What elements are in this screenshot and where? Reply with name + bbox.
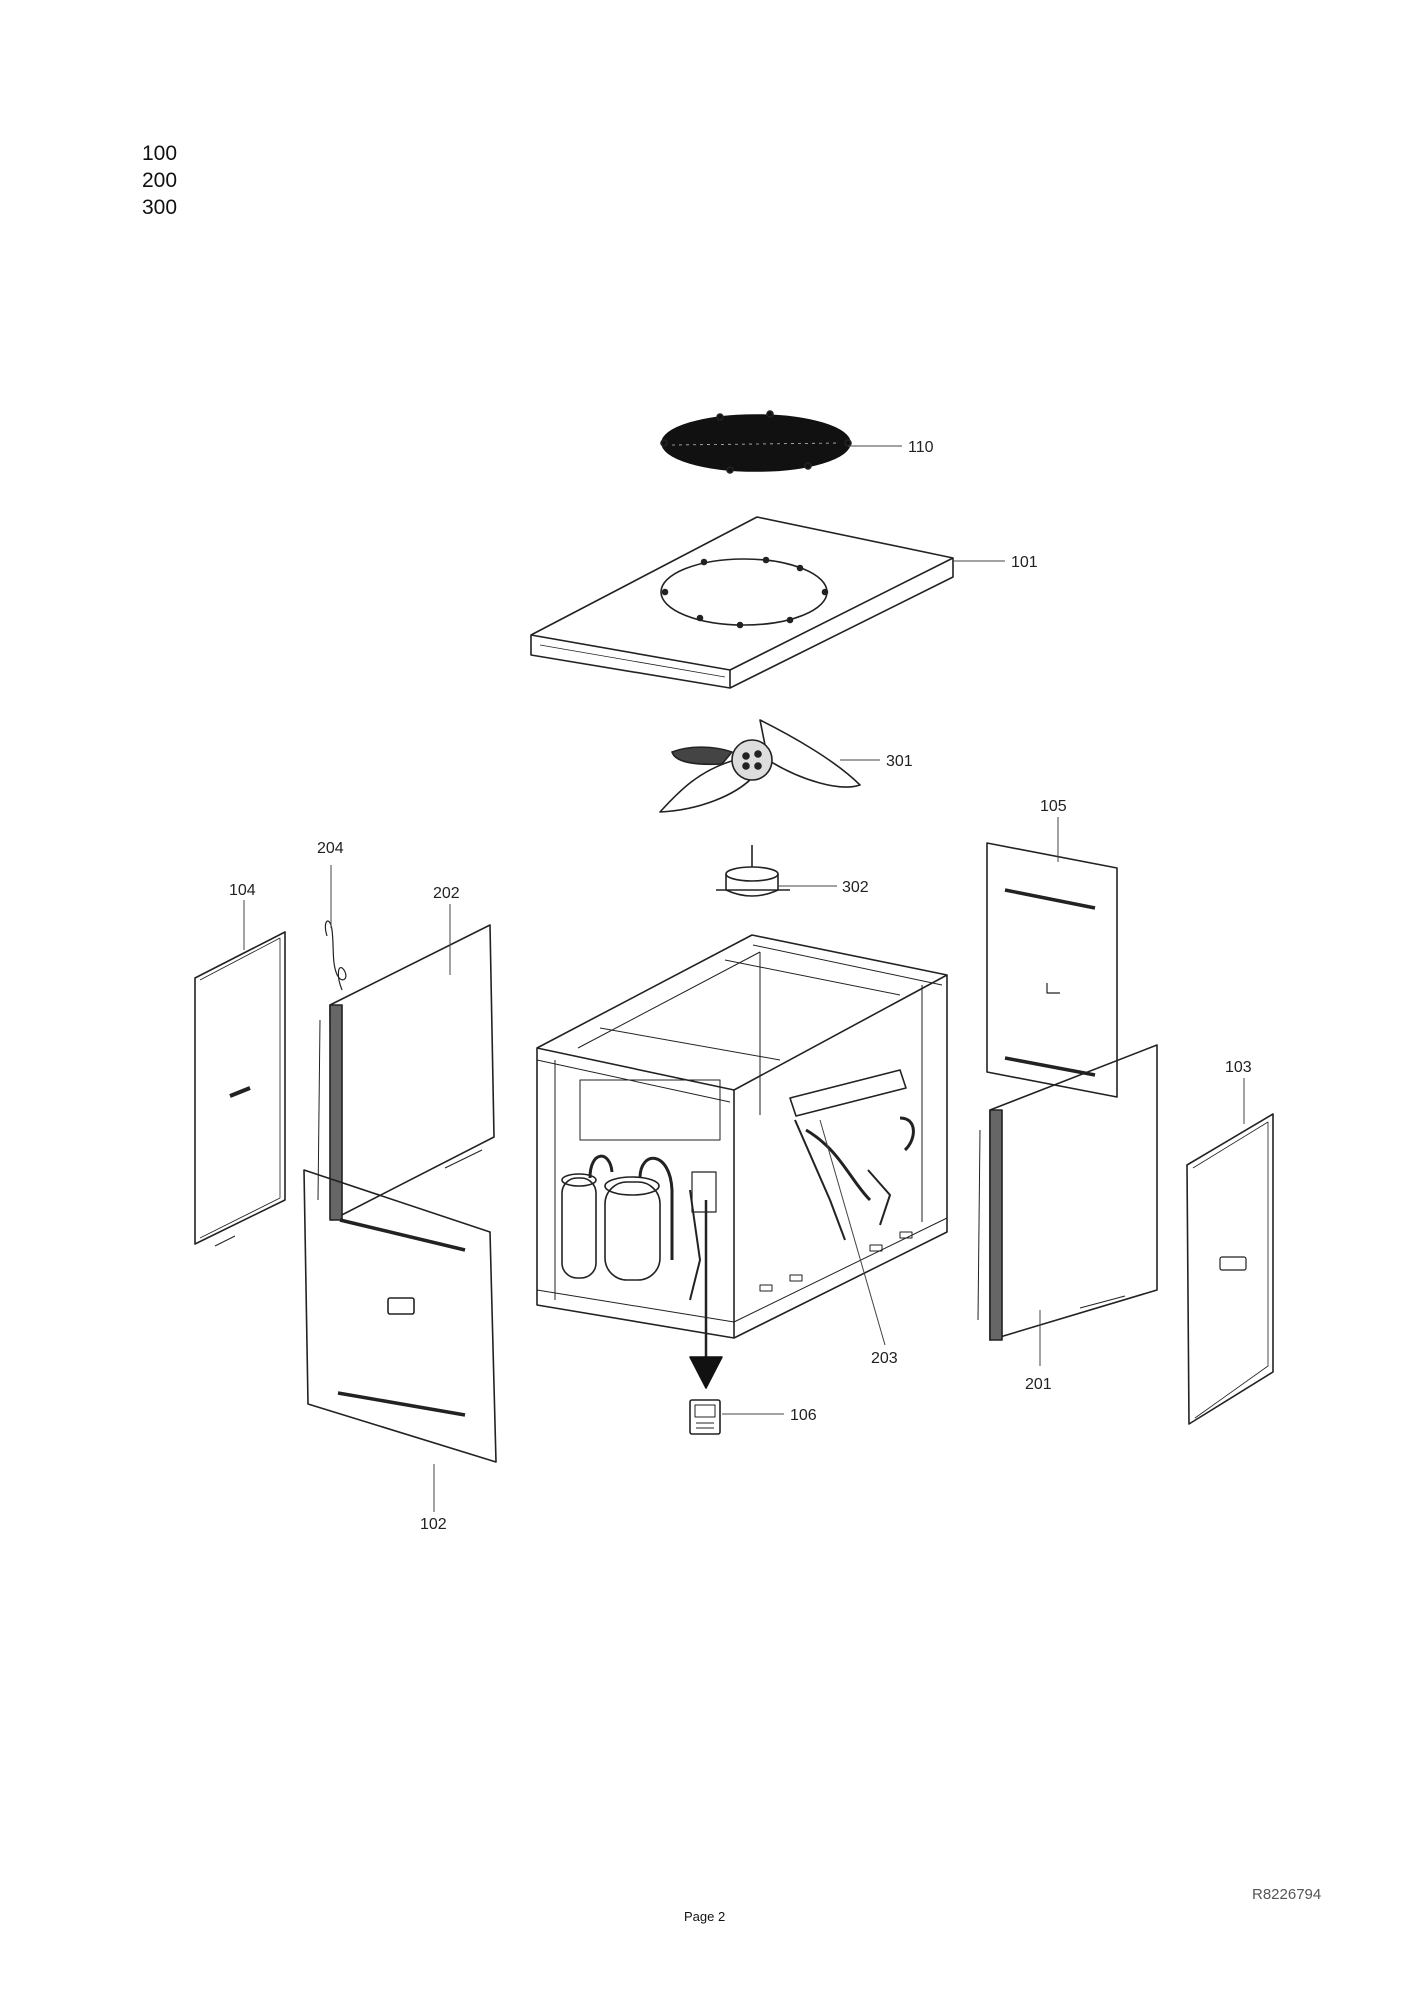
- left-side-panel: [194, 931, 286, 1247]
- callout-106: 106: [790, 1407, 817, 1424]
- fan-blade: [659, 719, 861, 813]
- document-reference: R8226794: [1252, 1886, 1322, 1903]
- callout-102: 102: [420, 1516, 447, 1533]
- callout-103: 103: [1225, 1059, 1252, 1076]
- top-panel: [530, 516, 954, 689]
- callout-204: 204: [317, 840, 344, 857]
- callout-202: 202: [433, 885, 460, 902]
- rear-panel: [986, 842, 1118, 1098]
- controller-arrow: [689, 1200, 723, 1389]
- callout-104: 104: [229, 882, 256, 899]
- callout-302: 302: [842, 879, 869, 896]
- group-code-list: 100 200 300: [142, 140, 177, 221]
- unit-chassis: [536, 934, 948, 1339]
- group-code-100: 100: [142, 142, 178, 165]
- left-coil: [317, 924, 495, 1221]
- right-side-panel: [1186, 1113, 1274, 1425]
- callout-110: 110: [908, 439, 934, 456]
- leader-lines: [243, 445, 1245, 1512]
- callout-301: 301: [886, 753, 913, 770]
- callout-101: 101: [1011, 554, 1038, 571]
- group-code-200: 200: [142, 169, 178, 192]
- right-coil: [977, 1044, 1158, 1341]
- sensor-cable: [324, 920, 347, 991]
- remote-controller: [689, 1399, 721, 1435]
- fan-motor: [716, 845, 790, 897]
- fan-grille: [660, 410, 852, 474]
- callout-105: 105: [1040, 798, 1067, 815]
- page-number: Page 2: [684, 1909, 726, 1924]
- front-panel: [303, 1169, 497, 1463]
- group-code-300: 300: [142, 196, 178, 219]
- callout-203: 203: [871, 1350, 898, 1367]
- callout-201: 201: [1025, 1376, 1052, 1393]
